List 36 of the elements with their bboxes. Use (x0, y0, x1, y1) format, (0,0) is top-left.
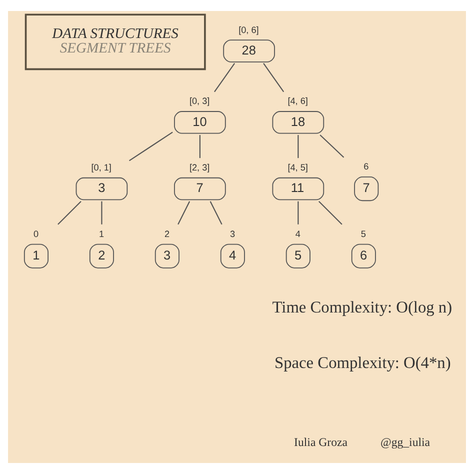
label: Space Complexity: O(4*n) (274, 352, 451, 372)
node-box: 3 (76, 177, 128, 200)
connector (128, 132, 173, 162)
node-label: [0, 1] (91, 162, 112, 173)
node-box: 11 (272, 177, 324, 200)
connector (199, 135, 200, 158)
node-label: [0, 3] (189, 96, 210, 106)
label: @gg_iulia (380, 435, 430, 450)
connector (101, 201, 102, 224)
node-label: 3 (230, 229, 236, 239)
connector (58, 200, 82, 225)
label: Time Complexity: O(log n) (272, 297, 452, 316)
connector (320, 134, 344, 158)
node-box: 10 (174, 111, 226, 134)
node-box: 18 (272, 111, 324, 134)
connector (178, 201, 190, 225)
node-label: 6 (364, 162, 369, 172)
label: Iulia Groza (294, 435, 348, 450)
node-label: 1 (98, 229, 104, 239)
node-label: 5 (360, 229, 366, 239)
connector (210, 201, 222, 225)
node-box: 28 (223, 40, 275, 62)
connector (214, 63, 236, 92)
node-box: DATA STRUCTURES SEGMENT TREES (24, 14, 206, 70)
connector (263, 63, 284, 92)
node-label: [4, 5] (288, 162, 308, 173)
node-label: 4 (295, 229, 300, 239)
node-label: [2, 3] (189, 162, 210, 173)
connector (318, 200, 342, 225)
node-label: 2 (164, 229, 170, 239)
node-label: 0 (34, 229, 39, 239)
connector (298, 201, 299, 224)
node-label: [0, 6] (238, 24, 259, 35)
node-box: 7 (174, 177, 226, 200)
connector (298, 135, 299, 158)
node-label: [4, 6] (288, 96, 308, 106)
